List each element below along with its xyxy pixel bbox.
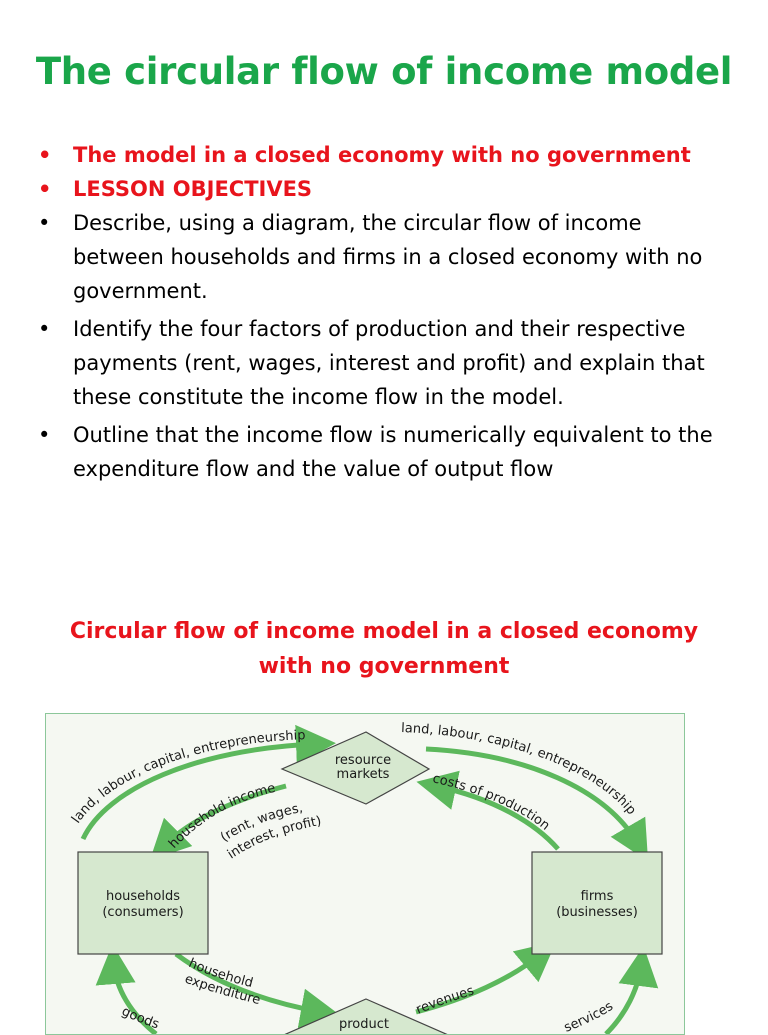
diagram-heading-line: with no government bbox=[258, 654, 510, 679]
circular-flow-diagram: households (consumers) firms (businesses… bbox=[45, 713, 685, 1035]
flow-arrow-left-top bbox=[80, 724, 336, 841]
resource-markets-sublabel: markets bbox=[337, 767, 390, 782]
diagram-heading: Circular flow of income model in a close… bbox=[0, 614, 768, 684]
diagram-canvas: households (consumers) firms (businesses… bbox=[69, 721, 663, 1034]
flow-arrow-revenues bbox=[415, 941, 557, 1015]
bullet-item: • Outline that the income flow is numeric… bbox=[38, 418, 738, 486]
bullet-text: The model in a closed economy with no go… bbox=[73, 143, 691, 167]
flow-arrow-costs bbox=[416, 770, 560, 851]
bullet-text: LESSON OBJECTIVES bbox=[73, 177, 313, 201]
households-sublabel: (consumers) bbox=[102, 905, 183, 920]
resource-markets-label: resource bbox=[335, 753, 391, 768]
bullet-item: • Describe, using a diagram, the circula… bbox=[38, 206, 738, 308]
firms-box bbox=[531, 851, 663, 955]
flow-arrow-expenditure bbox=[174, 951, 341, 1029]
bullet-item: • Identify the four factors of productio… bbox=[38, 312, 738, 414]
households-label: households bbox=[106, 889, 180, 904]
resource-markets-diamond bbox=[280, 731, 431, 805]
bullet-text: Describe, using a diagram, the circular … bbox=[73, 211, 703, 303]
flow-label-revenues: revenues bbox=[414, 983, 476, 1017]
bullet-text: Identify the four factors of production … bbox=[73, 317, 705, 409]
page-title: The circular flow of income model bbox=[35, 50, 733, 93]
bullet-item: • The model in a closed economy with no g… bbox=[38, 138, 738, 172]
firms-label: firms bbox=[581, 889, 614, 904]
bullet-dot: • bbox=[38, 423, 51, 447]
households-box bbox=[77, 851, 209, 955]
bullet-dot: • bbox=[38, 143, 52, 167]
bullet-text: Outline that the income flow is numerica… bbox=[73, 423, 713, 481]
flow-arrow-income bbox=[149, 783, 287, 861]
bullet-dot: • bbox=[38, 317, 51, 341]
product-markets-label: product bbox=[339, 1017, 389, 1032]
firms-sublabel: (businesses) bbox=[556, 905, 638, 920]
bullet-item: • LESSON OBJECTIVES bbox=[38, 172, 738, 206]
bullet-dot: • bbox=[38, 177, 52, 201]
bullet-dot: • bbox=[38, 211, 51, 235]
flow-arrow-right-top bbox=[425, 746, 649, 862]
flow-label-goods: goods bbox=[119, 1004, 161, 1032]
diagram-heading-line: Circular flow of income model in a close… bbox=[69, 619, 699, 644]
flow-label-costs: costs of production bbox=[431, 771, 552, 833]
bullet-list: • The model in a closed economy with no g… bbox=[38, 138, 738, 490]
